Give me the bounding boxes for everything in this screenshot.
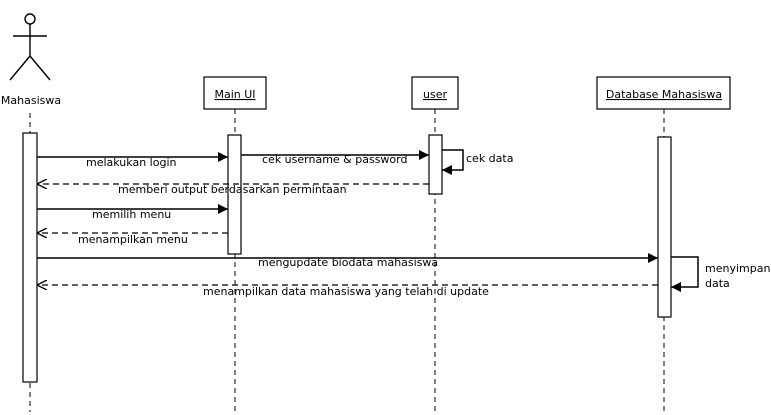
object-label: Database Mahasiswa — [606, 88, 722, 101]
message-memilih-menu: memilih menu — [37, 204, 228, 221]
activation-database — [657, 136, 672, 318]
message-cek-data: cek data — [442, 149, 513, 175]
message-memberi-output: memberi output berdasarkan permintaan — [37, 183, 429, 196]
actor-head — [24, 13, 36, 25]
actor-label: Mahasiswa — [1, 94, 61, 107]
message-menyimpan-data: menyimpan data — [671, 256, 770, 292]
actor-left-leg — [9, 55, 31, 81]
message-label: melakukan login — [86, 156, 176, 169]
message-arrow — [671, 256, 699, 292]
message-label: cek username & password — [262, 153, 407, 166]
message-label: mengupdate biodata mahasiswa — [258, 256, 438, 269]
message-mengupdate-biodata: mengupdate biodata mahasiswa — [37, 253, 658, 269]
message-menampilkan-data: menampilkan data mahasiswa yang telah di… — [37, 285, 658, 298]
object-box — [203, 76, 267, 110]
object-box — [411, 76, 459, 110]
activation-main-ui — [227, 134, 242, 255]
activation-user — [428, 134, 443, 195]
message-label: menyimpan — [705, 262, 770, 275]
message-label-line2: data — [705, 277, 730, 290]
object-user: user — [411, 76, 459, 110]
object-main-ui: Main UI — [203, 76, 267, 110]
message-menampilkan-menu: menampilkan menu — [37, 233, 228, 246]
message-label: menampilkan menu — [78, 233, 188, 246]
activation-mahasiswa — [22, 132, 38, 383]
message-arrow — [442, 149, 464, 175]
object-label: Main UI — [214, 88, 255, 101]
actor-right-leg — [29, 55, 51, 81]
object-label: user — [423, 88, 447, 101]
actor-mahasiswa: Mahasiswa — [1, 13, 61, 107]
message-label: cek data — [466, 152, 513, 165]
message-label: menampilkan data mahasiswa yang telah di… — [203, 285, 489, 298]
object-database-mahasiswa: Database Mahasiswa — [596, 76, 731, 110]
message-label: memberi output berdasarkan permintaan — [118, 183, 347, 196]
message-cek-username-password: cek username & password — [241, 150, 429, 166]
object-box — [596, 76, 731, 110]
message-label: memilih menu — [92, 208, 171, 221]
message-melakukan-login: melakukan login — [37, 152, 228, 169]
